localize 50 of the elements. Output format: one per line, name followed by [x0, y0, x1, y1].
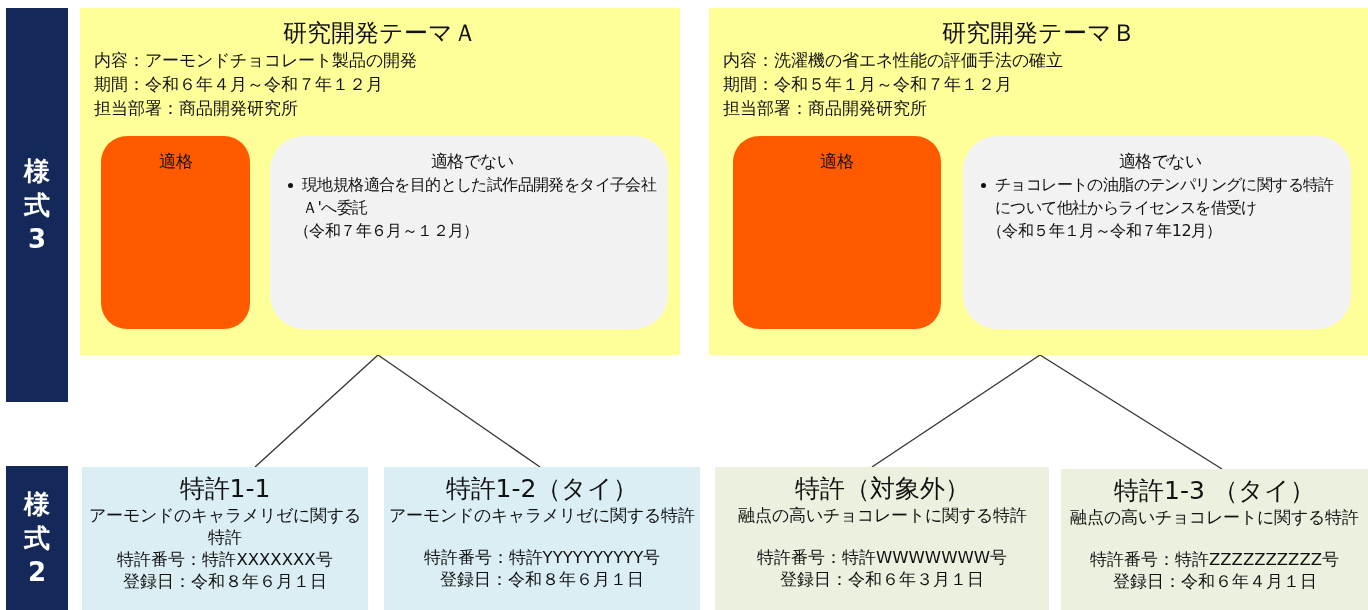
patent-box [82, 467, 368, 610]
theme-detail: 内容：アーモンドチョコレート製品の開発 [94, 49, 418, 72]
theme-box [709, 8, 1368, 355]
bullet-text: チョコレートの油脂のテンパリングに関する特許について他社からライセンスを借受け [995, 174, 1335, 219]
patent-number: 特許番号：特許ZZZZZZZZZZ号 [1088, 549, 1340, 571]
patent-box [384, 467, 700, 610]
form-label-band [6, 8, 68, 402]
patent-number: 特許番号：特許WWWWWWW号 [755, 547, 1009, 569]
theme-detail: 担当部署：商品開発研究所 [723, 97, 928, 120]
theme-detail: 内容：洗濯機の省エネ性能の評価手法の確立 [723, 49, 1064, 72]
registration-date: 登録日：令和８年６月１日 [439, 569, 645, 591]
connector-line [1039, 354, 1223, 470]
theme-box [80, 8, 680, 355]
eligible-box [733, 136, 941, 329]
patent-title: 特許1-2（タイ） [444, 473, 640, 505]
patent-box [715, 467, 1049, 610]
patent-box [1061, 469, 1368, 610]
form-label: 様式3 [23, 155, 51, 256]
theme-title: 研究開発テーマＢ [940, 18, 1137, 48]
ineligible-label: 適格でない [430, 151, 514, 173]
bullet-text: 現地規格適合を目的とした試作品開発をタイ子会社Ａ'へ委託 [302, 174, 658, 219]
patent-description: アーモンドのキャラメリゼに関する特許 [388, 505, 696, 527]
theme-title: 研究開発テーマＡ [282, 18, 478, 48]
ineligible-box [963, 136, 1351, 329]
form-label: 様式2 [23, 488, 51, 589]
registration-date: 登録日：令和８年６月１日 [122, 571, 328, 593]
eligible-label: 適格 [819, 150, 855, 173]
theme-detail: 期間：令和５年１月～令和７年１２月 [723, 73, 1013, 96]
patent-title: 特許1-3 （タイ） [1113, 475, 1316, 507]
registration-date: 登録日：令和６年３月１日 [779, 569, 985, 591]
patent-description: 融点の高いチョコレートに関する特許 [1069, 507, 1360, 529]
period-note: （令和７年６月～１２月） [293, 220, 480, 242]
patent-description: 融点の高いチョコレートに関する特許 [736, 505, 1028, 527]
eligible-box [101, 136, 250, 329]
ineligible-box [270, 136, 668, 329]
period-note: （令和５年１月～令和７年12月） [986, 220, 1223, 242]
form-label-band [6, 466, 68, 610]
connector-line [871, 354, 1041, 468]
patent-title: 特許（対象外） [793, 473, 971, 505]
ineligible-label: 適格でない [1118, 151, 1202, 173]
patent-number: 特許番号：特許XXXXXXX号 [116, 549, 334, 571]
patent-description: アーモンドのキャラメリゼに関する特許 [88, 505, 362, 549]
eligible-label: 適格 [157, 150, 194, 173]
patent-number: 特許番号：特許YYYYYYYYYY号 [422, 547, 662, 569]
registration-date: 登録日：令和６年４月１日 [1111, 571, 1318, 593]
theme-detail: 担当部署：商品開発研究所 [94, 97, 299, 120]
theme-detail: 期間：令和６年４月～令和７年１２月 [94, 73, 384, 96]
connector-line [377, 354, 541, 468]
connector-line [254, 354, 379, 468]
patent-title: 特許1-1 [178, 473, 272, 505]
